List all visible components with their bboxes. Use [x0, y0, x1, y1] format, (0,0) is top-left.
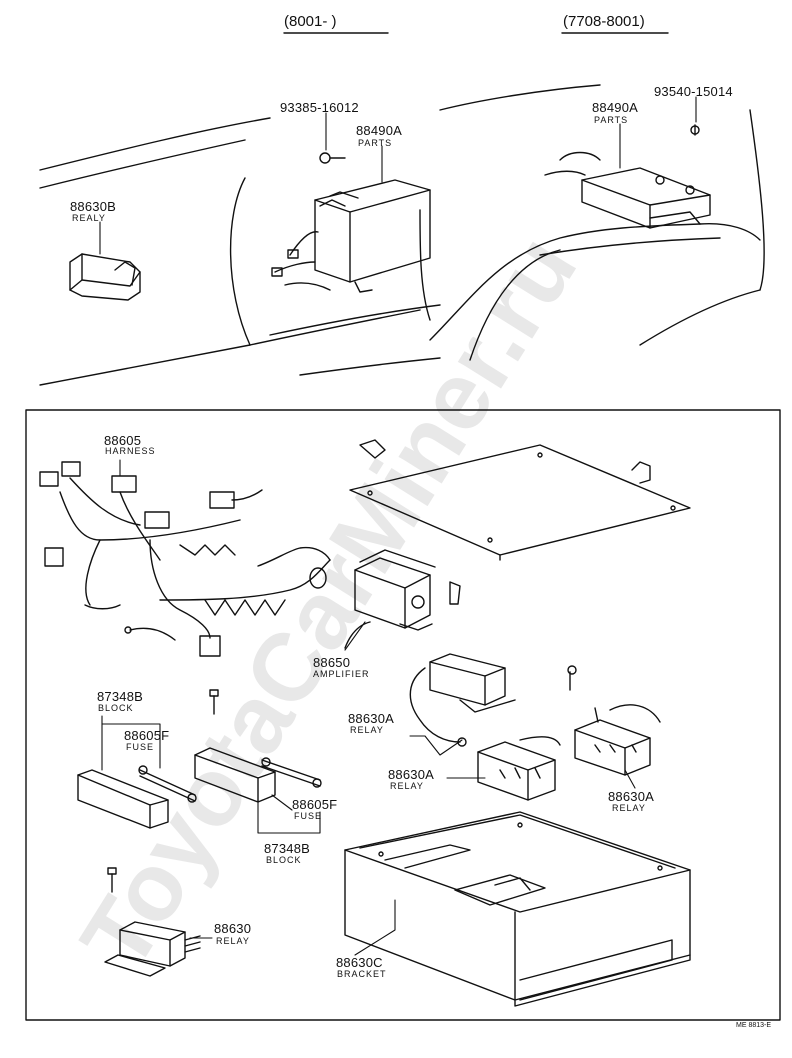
part-sub-relay: RELAY [216, 936, 250, 946]
part-label-block-1: 87348B [97, 689, 144, 704]
part-sub-realy: REALY [72, 213, 106, 223]
fuse-1-drawing [138, 765, 197, 803]
header-right: (7708-8001) [563, 13, 645, 30]
body-panel-left [39, 117, 441, 386]
relay-88630-drawing [104, 921, 201, 977]
part-label-fuse-1: 88605F [124, 728, 170, 743]
part-label-relay: 88630 [214, 921, 252, 936]
part-sub-parts-right: PARTS [594, 115, 629, 125]
part-label-88490a-right: 88490A [592, 100, 639, 115]
harness-drawing [39, 461, 331, 657]
part-label-harness: 88605 [104, 433, 142, 448]
part-label-amplifier: 88650 [313, 655, 351, 670]
fuse-2-drawing [261, 757, 322, 788]
part-sub-relay-a-1: RELAY [350, 725, 384, 735]
relay-88630a-3-drawing [574, 704, 661, 776]
part-sub-block-2: BLOCK [266, 855, 302, 865]
control-unit-right [544, 124, 711, 229]
part-label-88490a-left: 88490A [356, 123, 403, 138]
body-panel-right [429, 84, 765, 361]
part-label-relay-a-2: 88630A [388, 767, 435, 782]
part-sub-block-1: BLOCK [98, 703, 134, 713]
part-label-93385: 93385-16012 [280, 100, 359, 115]
part-sub-harness: HARNESS [105, 446, 156, 456]
fuse-block-1-drawing [77, 769, 169, 829]
part-sub-relay-a-3: RELAY [612, 803, 646, 813]
relay-88630b-drawing [69, 253, 141, 301]
bolt-drawing [107, 689, 219, 893]
part-sub-fuse-2: FUSE [294, 811, 323, 821]
fuse-block-2-drawing [194, 747, 276, 803]
part-sub-bracket: BRACKET [337, 969, 387, 979]
part-label-relay-a-1: 88630A [348, 711, 395, 726]
part-label-fuse-2: 88605F [292, 797, 338, 812]
part-sub-parts-left: PARTS [358, 138, 393, 148]
detail-frame [25, 409, 781, 1021]
part-label-bracket: 88630C [336, 955, 383, 970]
cover-plate [349, 439, 691, 561]
part-label-block-2: 87348B [264, 841, 311, 856]
header-left: (8001- ) [284, 13, 337, 30]
part-label-93540: 93540-15014 [654, 84, 733, 99]
control-unit-left [271, 152, 431, 293]
relay-88630a-1-drawing [409, 653, 577, 747]
leader-lines [99, 96, 697, 956]
bracket-drawing [344, 811, 691, 1007]
part-sub-relay-a-2: RELAY [390, 781, 424, 791]
figure-code: ME 8813-E [736, 1022, 772, 1029]
part-sub-fuse-1: FUSE [126, 742, 155, 752]
part-label-88630b: 88630B [70, 199, 117, 214]
part-sub-amplifier: AMPLIFIER [313, 669, 370, 679]
part-label-relay-a-3: 88630A [608, 789, 655, 804]
relay-88630a-2-drawing [477, 736, 561, 801]
amplifier-drawing [344, 549, 461, 649]
